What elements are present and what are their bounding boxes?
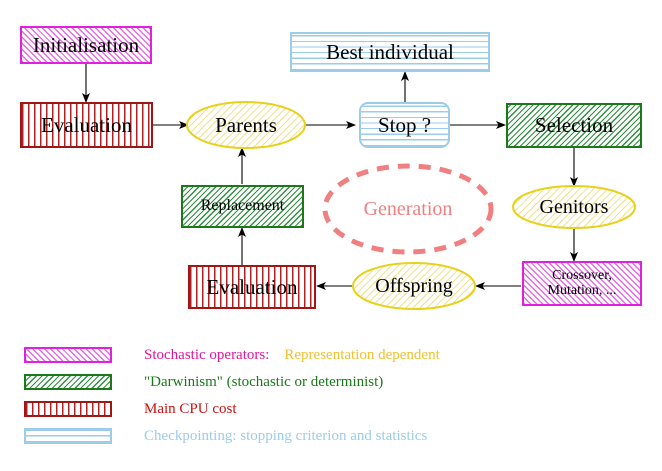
node-initialisation[interactable]: Initialisation (20, 26, 152, 64)
node-crossover-mutation[interactable]: Crossover, Mutation, ... (522, 261, 642, 306)
node-selection[interactable]: Selection (506, 103, 642, 148)
node-replacement[interactable]: Replacement (181, 185, 304, 228)
legend-swatch-darwinism (24, 374, 112, 390)
node-genitors[interactable]: Genitors (512, 185, 636, 229)
node-generation: Generation (322, 163, 494, 255)
node-generation-label: Generation (363, 197, 453, 220)
legend-label-representation-dependent: Representation dependent (284, 346, 440, 363)
node-evaluation-top-label: Evaluation (41, 112, 132, 137)
node-stop-label: Stop ? (377, 112, 432, 137)
legend-swatch-main-cpu-cost (24, 401, 112, 417)
generation-ellipse-shape (322, 163, 494, 255)
node-offspring-label: Offspring (375, 274, 453, 297)
legend-row: Checkpointing: stopping criterion and st… (24, 425, 644, 447)
node-evaluation-bottom-label: Evaluation (206, 274, 298, 299)
node-best-individual[interactable]: Best individual (290, 32, 490, 72)
node-parents-label: Parents (215, 112, 277, 137)
node-parents[interactable]: Parents (186, 101, 306, 149)
offspring-ellipse-shape (352, 262, 476, 310)
genitors-ellipse-shape (512, 185, 636, 229)
legend-text-stochastic: Stochastic operators: Representation dep… (144, 347, 440, 364)
node-offspring[interactable]: Offspring (352, 262, 476, 310)
legend-label-darwinism: "Darwinism" (stochastic or determinist) (144, 373, 384, 390)
legend-row: Main CPU cost (24, 398, 644, 420)
node-best-individual-label: Best individual (326, 39, 454, 64)
node-stop[interactable]: Stop ? (359, 102, 450, 148)
node-selection-label: Selection (534, 113, 614, 138)
legend-swatch-stochastic-operators (24, 347, 112, 363)
legend: Stochastic operators: Representation dep… (24, 344, 644, 452)
node-evaluation-top[interactable]: Evaluation (20, 102, 153, 148)
legend-label-stochastic-operators: Stochastic operators: (144, 346, 270, 363)
legend-label-checkpointing: Checkpointing: stopping criterion and st… (144, 427, 428, 444)
legend-row: "Darwinism" (stochastic or determinist) (24, 371, 644, 393)
legend-swatch-checkpointing (24, 428, 112, 444)
parents-ellipse-shape (186, 101, 306, 149)
node-replacement-label: Replacement (200, 197, 285, 215)
node-initialisation-label: Initialisation (32, 32, 140, 57)
legend-row: Stochastic operators: Representation dep… (24, 344, 644, 366)
legend-label-main-cpu-cost: Main CPU cost (144, 400, 237, 417)
node-evaluation-bottom[interactable]: Evaluation (188, 265, 316, 309)
node-crossover-line1: Crossover, (552, 267, 612, 283)
node-crossover-line2: Mutation, ... (547, 282, 617, 298)
node-genitors-label: Genitors (539, 195, 609, 218)
